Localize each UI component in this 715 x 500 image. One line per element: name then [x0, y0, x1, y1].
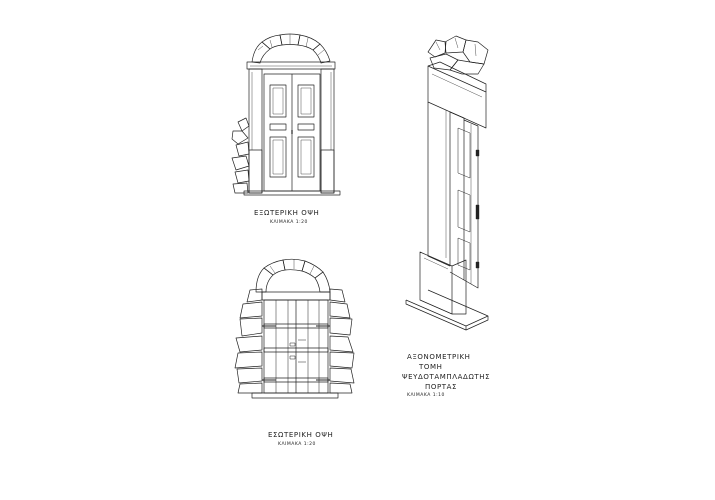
front-elevation-scale: ΚΛΙΜΑΚΑ 1:20	[270, 220, 308, 225]
axonometric-title-line-4: ΠΟΡΤΑΣ	[425, 383, 458, 391]
rear-elevation-scale: ΚΛΙΜΑΚΑ 1:20	[278, 442, 316, 447]
rear-right-stones	[329, 288, 355, 394]
axonometric-section-door	[405, 35, 489, 331]
rear-elevation-door	[234, 258, 355, 399]
axonometric-title-line-1: ΑΞΟΝΟΜΕΤΡΙΚΗ	[407, 353, 471, 361]
front-arch-stones	[251, 33, 331, 64]
front-side-stones	[231, 117, 250, 194]
front-elevation-door	[231, 33, 341, 196]
rear-elevation-title: ΕΣΩΤΕΡΙΚΗ ΟΨΗ	[268, 431, 334, 439]
rear-arch-stones	[255, 258, 331, 293]
front-elevation-title: ΕΞΩΤΕΡΙΚΗ ΟΨΗ	[254, 209, 320, 217]
rear-left-stones	[234, 288, 263, 394]
axonometric-title-line-2: ΤΟΜΗ	[419, 363, 443, 371]
axonometric-scale: ΚΛΙΜΑΚΑ 1:10	[407, 393, 445, 398]
axo-top-stones	[427, 35, 489, 75]
axonometric-title-line-3: ΨΕΥΔΟΤΑΜΠΛΑΔΩΤΗΣ	[402, 373, 491, 381]
